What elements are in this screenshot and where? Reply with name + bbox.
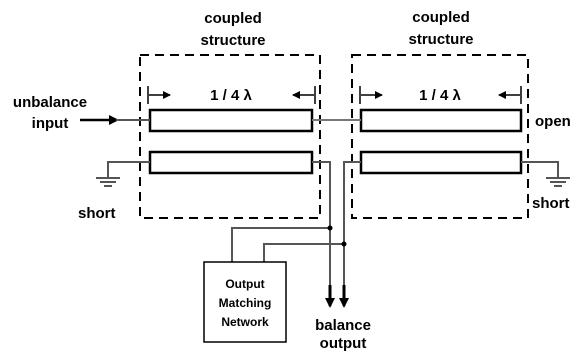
left-length-label: 1 / 4 λ [210,87,252,104]
left-block-title-line1: coupled [204,10,262,27]
output-wiring [231,161,361,290]
right-block-title-line1: coupled [412,9,470,26]
right-length-dimension [359,86,522,104]
right-block-title-line2: structure [408,31,473,48]
right-ground-icon [521,161,570,187]
left-coupled-structure-box [139,54,321,219]
right-coupled-structure-box [351,54,529,219]
right-length-label: 1 / 4 λ [419,87,461,104]
output-label-line1: balance [315,317,371,334]
right-open-label: open [535,113,571,130]
right-bottom-line [359,150,523,175]
network-label-line2: Matching [219,296,272,310]
input-label-line1: unbalance [13,94,87,111]
left-length-dimension [147,86,316,104]
left-short-label: short [78,205,116,222]
left-bottom-line [148,150,314,175]
input-label-line2: input [32,115,69,132]
right-top-line [359,108,523,133]
junction-dot-1 [327,225,333,231]
network-label-line1: Output [225,277,264,291]
left-ground-icon [96,161,150,187]
left-block-title-line2: structure [200,32,265,49]
left-top-line [148,108,314,133]
output-matching-network-box [203,261,287,343]
network-label-line3: Network [221,315,269,329]
junction-dot-2 [341,241,347,247]
right-short-label: short [532,195,570,212]
output-label-line2: output [320,335,367,351]
